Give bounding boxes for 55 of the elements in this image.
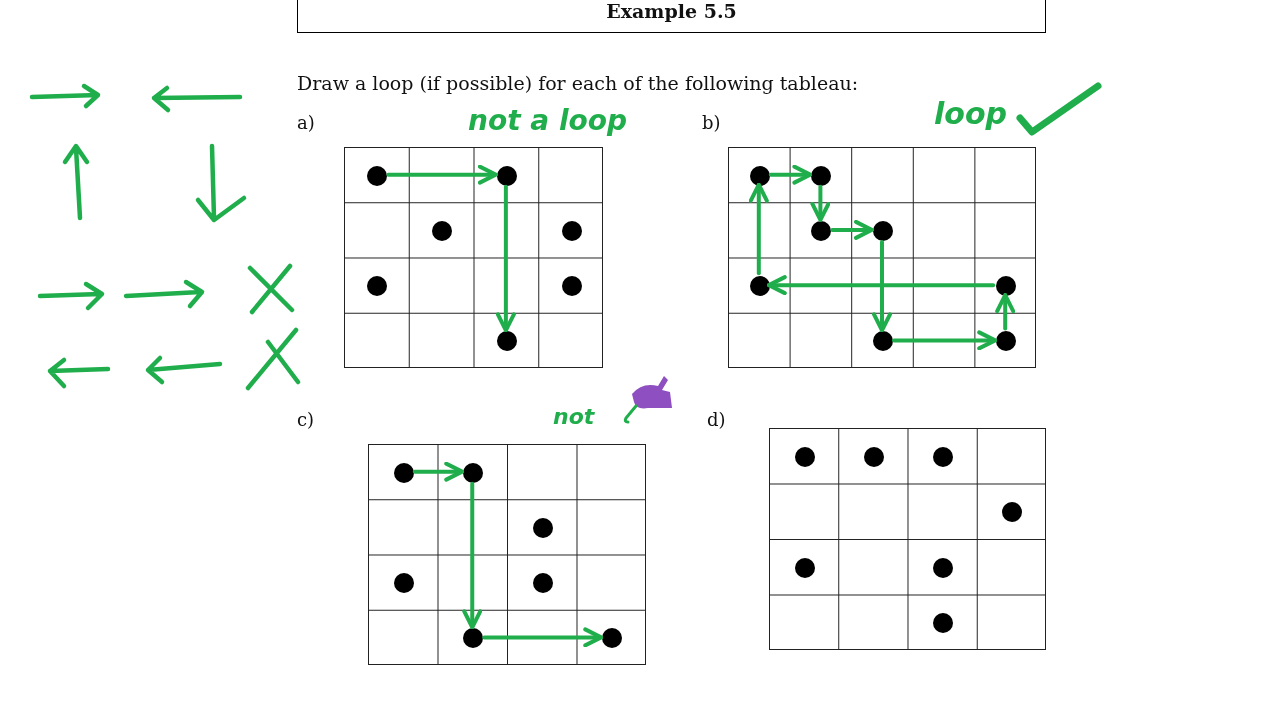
arrow <box>748 182 769 276</box>
allocation-dot <box>532 573 553 594</box>
allocation-dot <box>811 220 832 241</box>
allocation-dot <box>863 446 884 467</box>
allocation-dot <box>794 557 815 578</box>
arrow <box>766 275 996 296</box>
allocation-dot <box>933 613 954 634</box>
arrow <box>768 164 813 185</box>
allocation-dot <box>496 165 517 186</box>
arrow <box>386 164 498 185</box>
allocation-dot <box>996 331 1017 352</box>
allocation-dot <box>367 165 388 186</box>
allocation-dot <box>933 557 954 578</box>
allocation-dot <box>811 165 832 186</box>
tableau-grid <box>344 147 603 368</box>
arrow <box>462 481 483 630</box>
allocation-dot <box>749 165 770 186</box>
allocation-dot <box>1002 502 1023 523</box>
tableau-grid <box>728 147 1036 368</box>
allocation-dot <box>367 276 388 297</box>
arrow <box>810 184 831 222</box>
allocation-dot <box>933 446 954 467</box>
allocation-dot <box>463 628 484 649</box>
allocation-dot <box>749 276 770 297</box>
allocation-dot <box>532 517 553 538</box>
allocation-dot <box>463 462 484 483</box>
arrow <box>830 219 874 240</box>
arrow <box>495 184 516 333</box>
part-label: b) <box>702 112 721 133</box>
allocation-dot <box>561 276 582 297</box>
arrow <box>995 293 1016 331</box>
part-label: d) <box>707 409 726 430</box>
allocation-dot <box>561 220 582 241</box>
part-label: a) <box>297 112 315 133</box>
part-label: c) <box>297 409 315 430</box>
allocation-dot <box>393 462 414 483</box>
allocation-dot <box>873 331 893 352</box>
arrow <box>872 239 892 333</box>
allocation-dot <box>602 628 623 649</box>
tableau-grid <box>368 444 646 665</box>
allocation-dot <box>393 573 414 594</box>
arrow <box>892 330 998 351</box>
handwritten-note: not a loop <box>468 104 628 137</box>
tableau-grid <box>769 428 1046 650</box>
allocation-dot <box>996 276 1017 297</box>
instruction-text: Draw a loop (if possible) for each of the following tableau: <box>297 72 859 94</box>
allocation-dot <box>496 331 517 352</box>
allocation-dot <box>794 446 815 467</box>
arrow <box>482 627 604 648</box>
handwritten-note: loop <box>934 96 1007 131</box>
allocation-dot <box>873 220 893 241</box>
allocation-dot <box>432 220 453 241</box>
title-text: Example 5.5 <box>606 0 737 24</box>
handwritten-note: not <box>553 404 595 429</box>
arrow <box>412 461 465 482</box>
